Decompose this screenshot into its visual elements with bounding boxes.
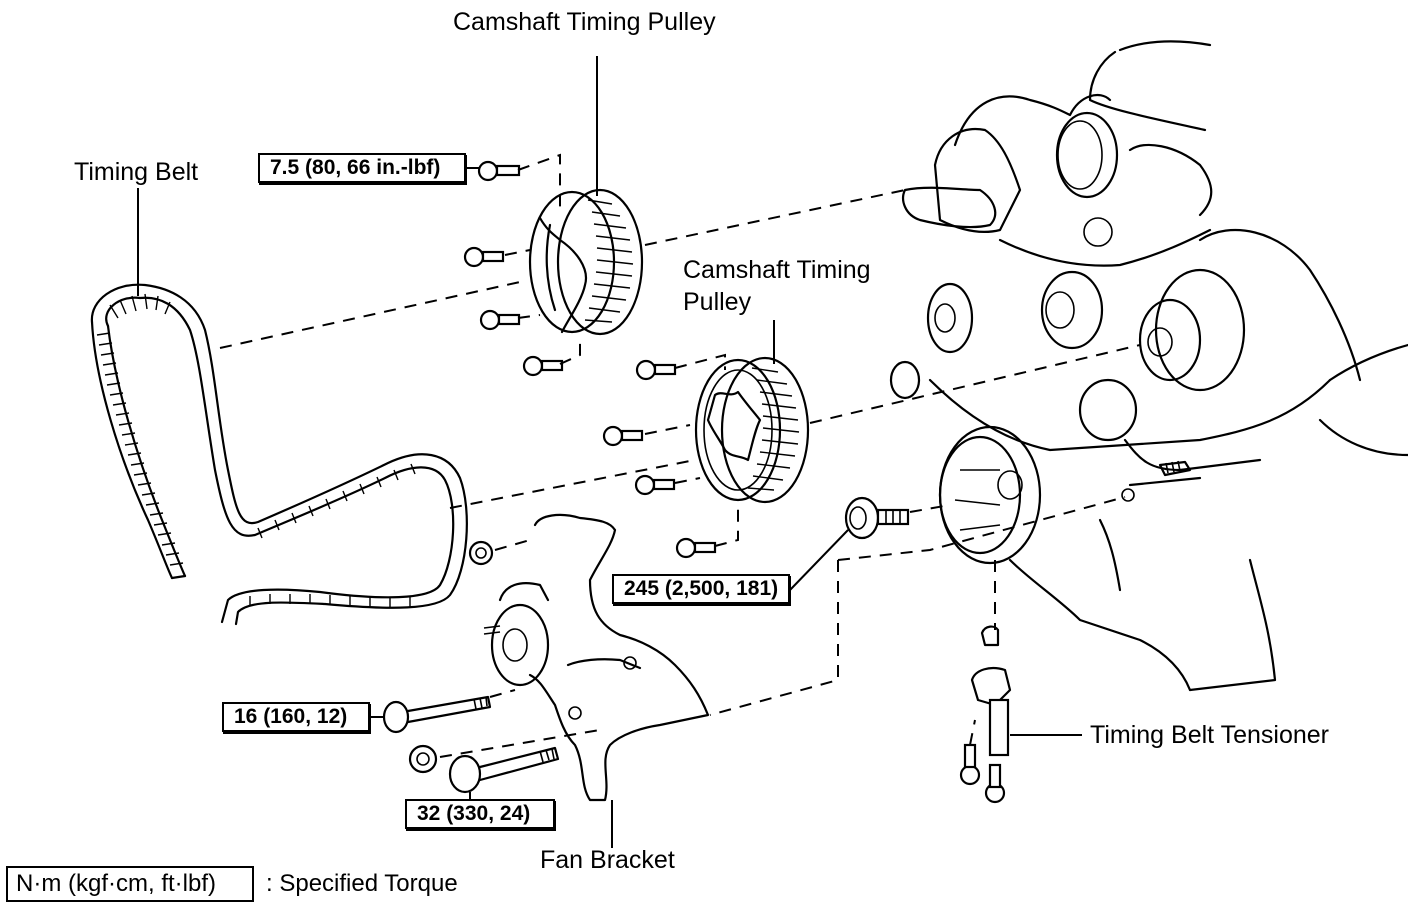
- label-camshaft-timing-pulley-lower-line1: Camshaft Timing: [683, 256, 871, 284]
- long-bolt-lower-icon: [448, 746, 560, 800]
- bolt-drawings: [382, 160, 910, 800]
- torque-spec-idler-bolt-text: 7.5 (80, 66 in.-lbf): [270, 156, 441, 179]
- torque-spec-crankshaft-pulley-bolt: 245 (2,500, 181): [612, 574, 790, 604]
- upper-camshaft-pulley-drawing: [528, 188, 644, 336]
- tensioner-drawing: [959, 625, 1012, 804]
- fan-bracket-drawing: [483, 513, 710, 802]
- label-camshaft-timing-pulley-upper: Camshaft Timing Pulley: [453, 8, 716, 36]
- bolt-icon: [602, 425, 644, 447]
- flange-nut-icon: [408, 744, 438, 774]
- bolt-icon: [477, 160, 521, 182]
- bolt-icon: [522, 355, 564, 377]
- timing-belt-drawing: [90, 283, 468, 626]
- label-fan-bracket: Fan Bracket: [540, 846, 675, 874]
- torque-spec-fan-bracket-bolt-upper: 16 (160, 12): [222, 702, 370, 732]
- torque-spec-fan-bracket-bolt-lower-text: 32 (330, 24): [417, 802, 531, 825]
- bolt-icon: [634, 474, 676, 496]
- bolt-icon: [635, 359, 677, 381]
- legend-unit-text: N·m (kgf·cm, ft·lbf): [16, 870, 216, 897]
- torque-spec-fan-bracket-bolt-lower: 32 (330, 24): [405, 799, 555, 829]
- leader-lines: [137, 56, 1082, 848]
- torque-spec-idler-bolt: 7.5 (80, 66 in.-lbf): [258, 153, 466, 183]
- bolt-icon: [463, 246, 505, 268]
- legend-unit-box: N·m (kgf·cm, ft·lbf): [6, 866, 254, 902]
- torque-spec-fan-bracket-bolt-upper-text: 16 (160, 12): [234, 705, 348, 728]
- long-bolt-upper-icon: [382, 695, 492, 734]
- crankshaft-bolt-icon: [844, 496, 910, 540]
- nut-icon: [468, 540, 494, 566]
- legend-description: : Specified Torque: [266, 870, 458, 897]
- bolt-icon: [675, 537, 717, 559]
- label-camshaft-timing-pulley-lower-line2: Pulley: [683, 288, 752, 316]
- bolt-icon: [479, 309, 521, 331]
- label-timing-belt-tensioner: Timing Belt Tensioner: [1090, 721, 1330, 749]
- torque-spec-crankshaft-pulley-bolt-text: 245 (2,500, 181): [624, 577, 779, 600]
- label-timing-belt: Timing Belt: [74, 158, 199, 186]
- alignment-dashes: [219, 153, 1141, 758]
- engine-block-drawing: [889, 40, 1408, 692]
- lower-camshaft-pulley-drawing: [694, 356, 810, 504]
